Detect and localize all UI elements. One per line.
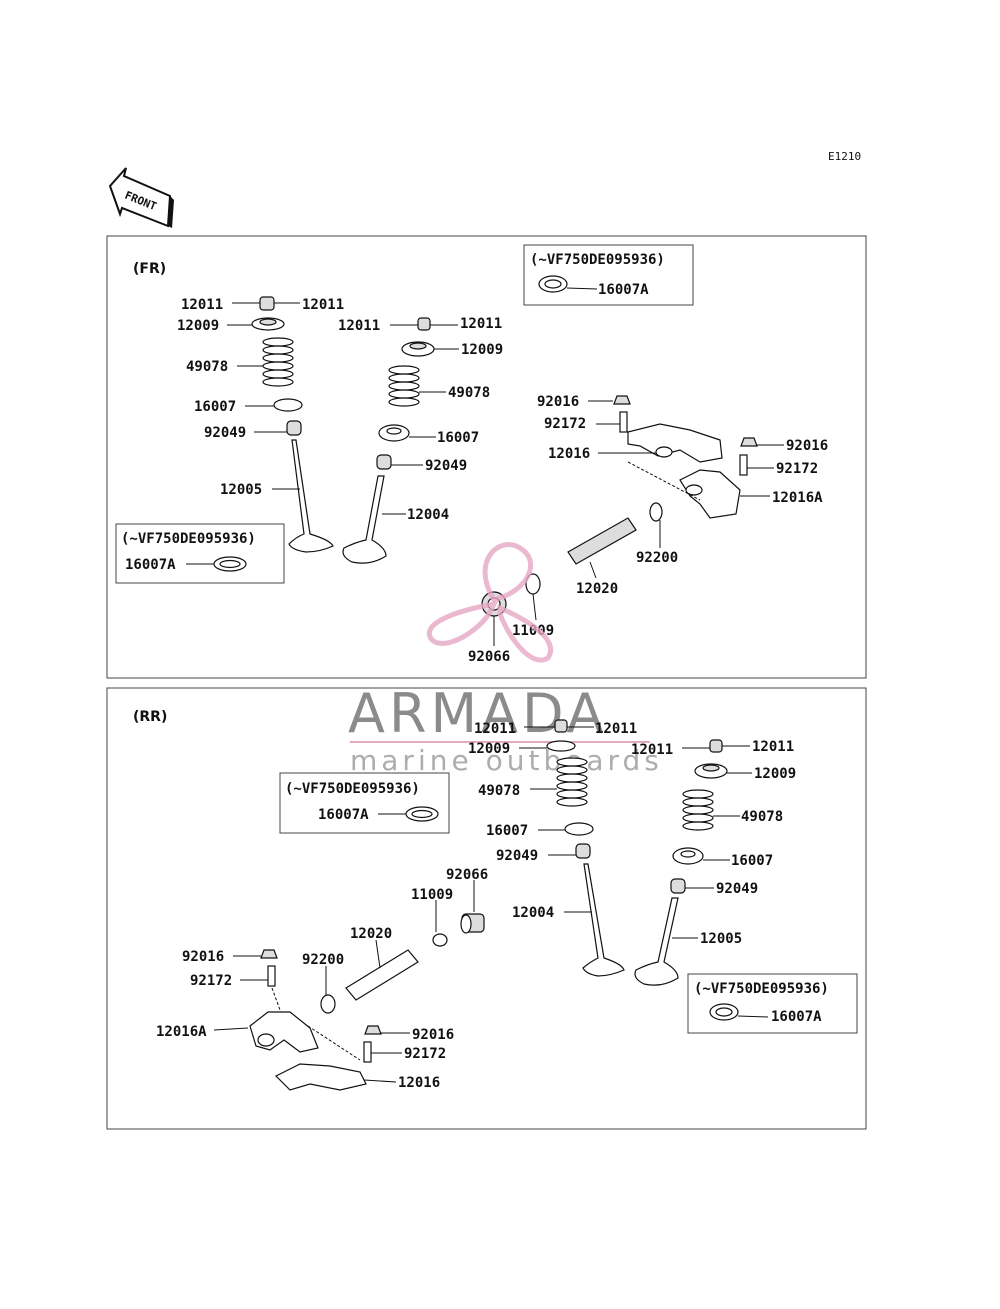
label-12005: 12005 (700, 931, 742, 947)
label-12011: 12011 (595, 721, 637, 737)
label-92016: 92016 (786, 438, 828, 454)
label-12011: 12011 (338, 318, 380, 334)
label-92049: 92049 (425, 458, 467, 474)
rr-section-frame (106, 687, 867, 1130)
rr-note-box-right: (~VF750DE095936) 16007A (687, 973, 858, 1034)
note-part: 16007A (318, 807, 369, 823)
label-12004: 12004 (407, 507, 449, 523)
label-92066: 92066 (468, 649, 510, 665)
rr-center-valve-assembly (519, 719, 625, 977)
label-16007: 16007 (437, 430, 479, 446)
label-92172: 92172 (544, 416, 586, 432)
label-16007: 16007 (194, 399, 236, 415)
label-92049: 92049 (716, 881, 758, 897)
label-92172: 92172 (776, 461, 818, 477)
rr-right-valve-assembly (634, 739, 752, 986)
label-12016: 12016 (548, 446, 590, 462)
label-12004: 12004 (512, 905, 554, 921)
label-92049: 92049 (204, 425, 246, 441)
fr-section-frame (106, 235, 867, 679)
note-condition: (~VF750DE095936) (285, 781, 420, 797)
label-92066: 92066 (446, 867, 488, 883)
label-92172: 92172 (190, 973, 232, 989)
label-16007: 16007 (486, 823, 528, 839)
diagram-code: E1210 (828, 150, 861, 163)
label-92016: 92016 (537, 394, 579, 410)
watermark-tagline: marine outboards (350, 744, 663, 777)
label-12005: 12005 (220, 482, 262, 498)
note-condition: (~VF750DE095936) (121, 531, 256, 547)
fr-note-box-left: (~VF750DE095936) 16007A (115, 523, 285, 584)
label-12009: 12009 (177, 318, 219, 334)
note-part: 16007A (125, 557, 176, 573)
fr-center-valve-assembly (342, 317, 459, 564)
note-condition: (~VF750DE095936) (694, 981, 829, 997)
label-12011: 12011 (181, 297, 223, 313)
label-12016A: 12016A (156, 1024, 207, 1040)
label-92016: 92016 (412, 1027, 454, 1043)
fr-note-box-top: (~VF750DE095936) 16007A (523, 244, 694, 306)
watermark-brand: ARMADA (348, 682, 608, 745)
rr-rocker-arm-assembly (213, 880, 485, 1091)
label-11009: 11009 (411, 887, 453, 903)
front-arrow-icon: FRONT (108, 167, 174, 228)
label-12009: 12009 (754, 766, 796, 782)
label-12011: 12011 (302, 297, 344, 313)
label-49078: 49078 (741, 809, 783, 825)
armada-propeller-logo (427, 542, 553, 663)
rr-section-title: (RR) (133, 709, 167, 725)
label-12020: 12020 (350, 926, 392, 942)
label-12009: 12009 (468, 741, 510, 757)
note-condition: (~VF750DE095936) (530, 252, 665, 268)
label-12020: 12020 (576, 581, 618, 597)
label-12011: 12011 (752, 739, 794, 755)
label-12011: 12011 (460, 316, 502, 332)
label-12011: 12011 (631, 742, 673, 758)
fr-section-title: (FR) (133, 261, 166, 277)
note-part: 16007A (771, 1009, 822, 1025)
fr-rocker-arm-assembly (481, 395, 784, 646)
label-12011: 12011 (474, 721, 516, 737)
label-49078: 49078 (186, 359, 228, 375)
label-92172: 92172 (404, 1046, 446, 1062)
label-92200: 92200 (636, 550, 678, 566)
label-92049: 92049 (496, 848, 538, 864)
label-16007: 16007 (731, 853, 773, 869)
note-part: 16007A (598, 282, 649, 298)
label-12009: 12009 (461, 342, 503, 358)
label-49078: 49078 (448, 385, 490, 401)
label-49078: 49078 (478, 783, 520, 799)
label-12016: 12016 (398, 1075, 440, 1091)
rr-note-box-middle: (~VF750DE095936) 16007A (279, 772, 450, 834)
label-12016A: 12016A (772, 490, 823, 506)
label-92016: 92016 (182, 949, 224, 965)
label-92200: 92200 (302, 952, 344, 968)
fr-left-valve-assembly (227, 296, 334, 553)
